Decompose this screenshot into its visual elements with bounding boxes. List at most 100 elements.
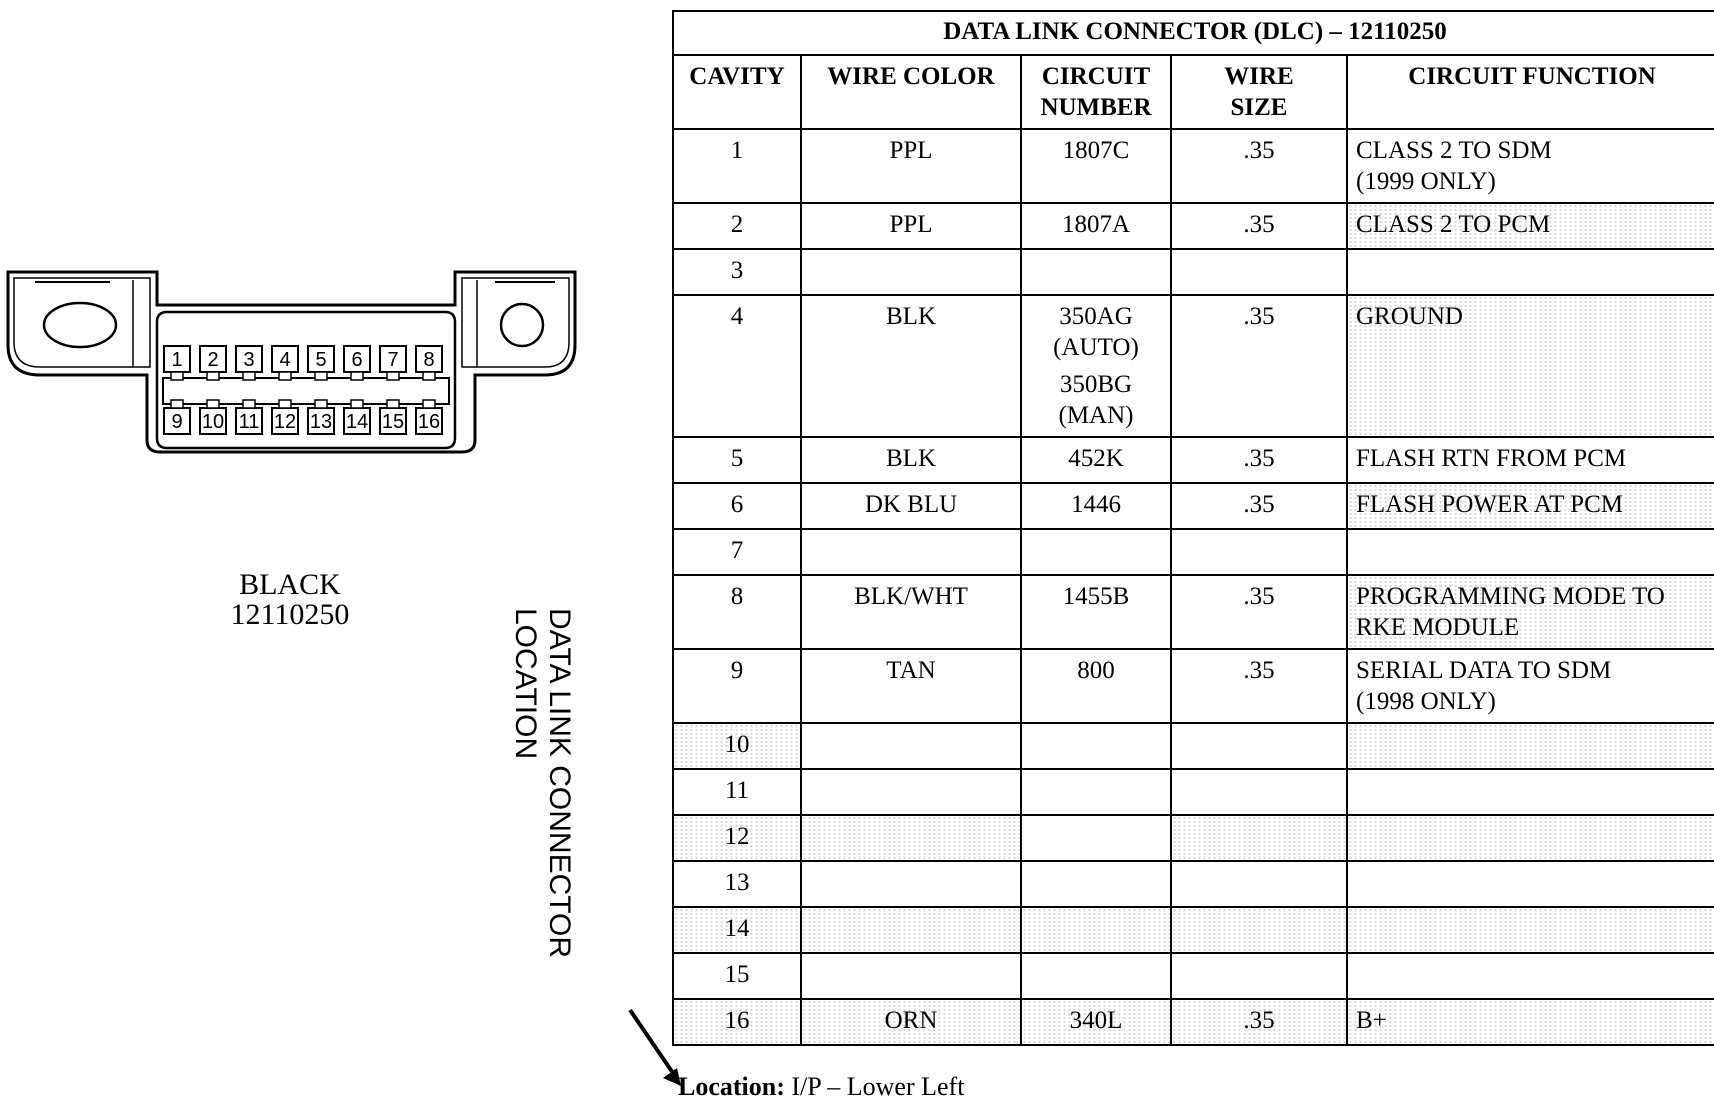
cell-cavity: 2 bbox=[672, 202, 802, 250]
pin-contact bbox=[170, 371, 184, 381]
side-title-line-1: DATA LINK CONNECTOR bbox=[543, 608, 576, 959]
table-row: 7 bbox=[672, 528, 1714, 576]
pin-contact bbox=[422, 371, 436, 381]
pin-cavity bbox=[415, 407, 443, 435]
location-note: Location: I/P – Lower Left bbox=[678, 1072, 964, 1102]
location-key: Location: bbox=[678, 1072, 785, 1101]
cell-wire-color: PPL bbox=[800, 128, 1022, 204]
cell-size bbox=[1170, 952, 1348, 1000]
cell-wire-color: TAN bbox=[800, 648, 1022, 724]
cell-wire-color: DK BLU bbox=[800, 482, 1022, 530]
dlc-pinout-table: DATA LINK CONNECTOR (DLC) – 12110250 CAV… bbox=[671, 10, 1714, 1046]
cell-cavity: 14 bbox=[672, 906, 802, 954]
header-wire-size: WIRE SIZE bbox=[1170, 54, 1348, 130]
pin-number: 16 bbox=[418, 411, 440, 433]
cell-cavity: 12 bbox=[672, 814, 802, 862]
cell-circuit: 1455B bbox=[1020, 574, 1172, 650]
cell-size bbox=[1170, 722, 1348, 770]
pin-cavity bbox=[271, 345, 299, 373]
cell-circuit: 1446 bbox=[1020, 482, 1172, 530]
pin-contact bbox=[206, 399, 220, 409]
cell-wire-color: ORN bbox=[800, 998, 1022, 1046]
cell-circuit: 1807A bbox=[1020, 202, 1172, 250]
cell-size: .35 bbox=[1170, 202, 1348, 250]
pin-cavity bbox=[307, 407, 335, 435]
cell-size bbox=[1170, 248, 1348, 296]
cell-cavity: 6 bbox=[672, 482, 802, 530]
pin-cavity bbox=[235, 345, 263, 373]
header-circuit-function: CIRCUIT FUNCTION bbox=[1345, 54, 1714, 130]
cell-function: SERIAL DATA TO SDM(1998 ONLY) bbox=[1345, 648, 1714, 724]
table-title: DATA LINK CONNECTOR (DLC) – 12110250 bbox=[671, 10, 1714, 56]
cell-cavity: 5 bbox=[672, 436, 802, 484]
cell-wire-color: PPL bbox=[800, 202, 1022, 250]
connector-part-number: 12110250 bbox=[230, 598, 350, 631]
cell-size: .35 bbox=[1170, 482, 1348, 530]
pin-cavity bbox=[307, 345, 335, 373]
pin-number: 4 bbox=[279, 349, 290, 371]
pin-contact bbox=[350, 371, 364, 381]
pin-contact bbox=[386, 371, 400, 381]
pin-contact bbox=[278, 371, 292, 381]
pin-number: 1 bbox=[171, 349, 182, 371]
cell-circuit: 350AG(AUTO) 350BG(MAN) bbox=[1020, 294, 1172, 438]
pin-cavity bbox=[343, 407, 371, 435]
pin-number: 10 bbox=[202, 411, 224, 433]
cell-circuit bbox=[1020, 814, 1172, 862]
header-circuit-number: CIRCUIT NUMBER bbox=[1020, 54, 1172, 130]
pin-number: 6 bbox=[351, 349, 362, 371]
cell-circuit: 1807C bbox=[1020, 128, 1172, 204]
cell-function bbox=[1345, 906, 1714, 954]
cell-function bbox=[1345, 248, 1714, 296]
table-row: 9 TAN 800 .35 SERIAL DATA TO SDM(1998 ON… bbox=[672, 648, 1714, 724]
pin-contact bbox=[422, 399, 436, 409]
cell-size bbox=[1170, 768, 1348, 816]
pin-number: 5 bbox=[315, 349, 326, 371]
cell-size: .35 bbox=[1170, 436, 1348, 484]
pin-number: 14 bbox=[346, 411, 368, 433]
pin-contact bbox=[278, 399, 292, 409]
cell-cavity: 1 bbox=[672, 128, 802, 204]
connector-label: BLACK 12110250 bbox=[200, 570, 380, 630]
cell-wire-color: BLK bbox=[800, 294, 1022, 438]
cell-wire-color bbox=[800, 528, 1022, 576]
pin-cavity bbox=[199, 345, 227, 373]
cell-size: .35 bbox=[1170, 574, 1348, 650]
pin-number: 9 bbox=[171, 411, 182, 433]
cell-circuit bbox=[1020, 722, 1172, 770]
cell-wire-color: BLK bbox=[800, 436, 1022, 484]
location-side-title: DATA LINK CONNECTOR LOCATION bbox=[508, 608, 576, 958]
pin-number: 8 bbox=[423, 349, 434, 371]
pin-number: 7 bbox=[387, 349, 398, 371]
pin-number: 3 bbox=[243, 349, 254, 371]
cell-function: FLASH RTN FROM PCM bbox=[1345, 436, 1714, 484]
cell-cavity: 8 bbox=[672, 574, 802, 650]
header-cavity: CAVITY bbox=[672, 54, 802, 130]
cell-wire-color bbox=[800, 722, 1022, 770]
cell-cavity: 13 bbox=[672, 860, 802, 908]
cell-circuit bbox=[1020, 860, 1172, 908]
cell-circuit: 800 bbox=[1020, 648, 1172, 724]
pin-contact bbox=[314, 371, 328, 381]
location-value: I/P – Lower Left bbox=[791, 1072, 965, 1101]
cell-circuit bbox=[1020, 952, 1172, 1000]
cell-cavity: 16 bbox=[672, 998, 802, 1046]
table-row: 4 BLK 350AG(AUTO) 350BG(MAN) .35 GROUND bbox=[672, 294, 1714, 438]
cell-function: CLASS 2 TO SDM(1999 ONLY) bbox=[1345, 128, 1714, 204]
cell-function bbox=[1345, 952, 1714, 1000]
cell-function: CLASS 2 TO PCM bbox=[1345, 202, 1714, 250]
pin-number: 12 bbox=[274, 411, 296, 433]
table-row: 10 bbox=[672, 722, 1714, 770]
cell-circuit bbox=[1020, 528, 1172, 576]
table-row: 13 bbox=[672, 860, 1714, 908]
cell-function: B+ bbox=[1345, 998, 1714, 1046]
cell-wire-color bbox=[800, 768, 1022, 816]
cell-wire-color: BLK/WHT bbox=[800, 574, 1022, 650]
cell-cavity: 11 bbox=[672, 768, 802, 816]
cell-cavity: 4 bbox=[672, 294, 802, 438]
cell-function bbox=[1345, 528, 1714, 576]
table-row: 1 PPL 1807C .35 CLASS 2 TO SDM(1999 ONLY… bbox=[672, 128, 1714, 204]
table-row: 16 ORN 340L .35 B+ bbox=[672, 998, 1714, 1046]
